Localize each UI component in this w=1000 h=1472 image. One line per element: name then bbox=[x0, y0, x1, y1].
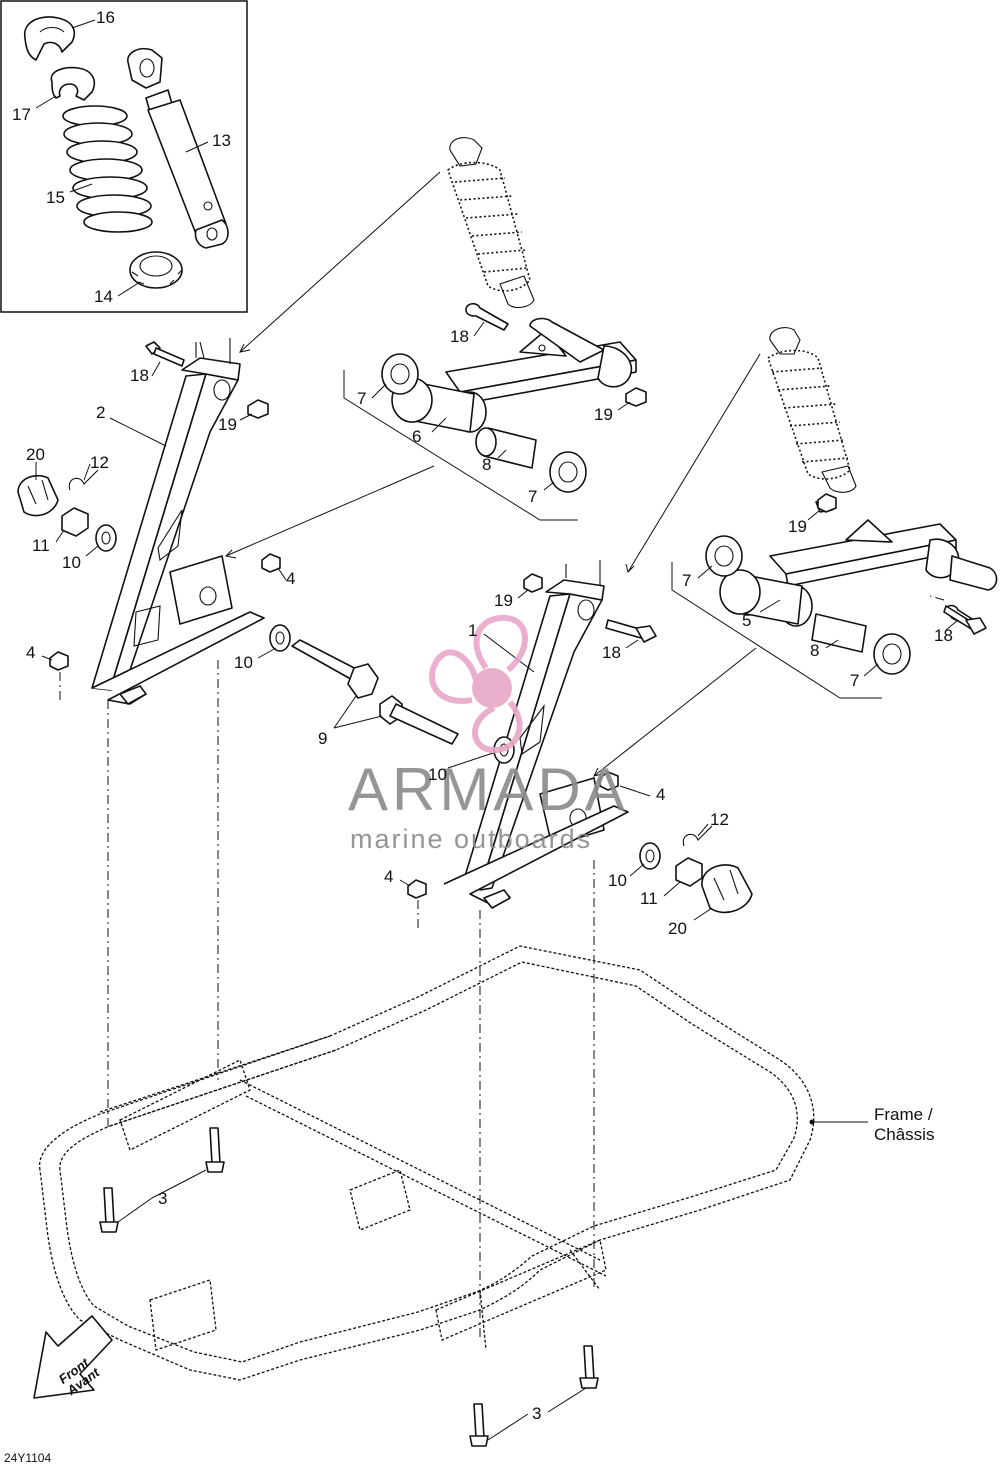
callout-7: 7 bbox=[850, 671, 859, 690]
upper-swing-arm bbox=[381, 302, 645, 493]
front-direction-arrow-icon: Front Avant bbox=[33, 1315, 113, 1399]
hardware bbox=[17, 341, 987, 1447]
callout-19: 19 bbox=[494, 591, 513, 610]
callout-15: 15 bbox=[46, 188, 65, 207]
callout-16: 16 bbox=[96, 8, 115, 27]
assembly-arrows bbox=[224, 171, 761, 777]
callout-5: 5 bbox=[742, 611, 751, 630]
spring-cup-16 bbox=[24, 16, 76, 61]
callout-7: 7 bbox=[528, 487, 537, 506]
callout-17: 17 bbox=[12, 105, 31, 124]
callout-19: 19 bbox=[218, 415, 237, 434]
callout-13: 13 bbox=[212, 131, 231, 150]
frame-label-en: Frame / bbox=[874, 1105, 933, 1124]
callout-10: 10 bbox=[608, 871, 627, 890]
callout-1: 1 bbox=[468, 621, 477, 640]
callout-3: 3 bbox=[158, 1189, 167, 1208]
frame-chassis bbox=[38, 945, 815, 1381]
callout-2: 2 bbox=[96, 403, 105, 422]
callout-7: 7 bbox=[357, 389, 366, 408]
watermark-brand: ARMADA bbox=[348, 756, 629, 823]
right-upright-bracket bbox=[443, 560, 629, 909]
callout-11: 11 bbox=[640, 889, 658, 908]
callout-19: 19 bbox=[594, 405, 613, 424]
callout-11: 11 bbox=[32, 536, 50, 555]
callout-20: 20 bbox=[668, 919, 687, 938]
coil-spring-15 bbox=[62, 105, 153, 233]
callout-4: 4 bbox=[656, 785, 665, 804]
callout-18: 18 bbox=[450, 327, 469, 346]
armada-watermark: ARMADA marine outboards bbox=[348, 614, 629, 854]
watermark-tagline: marine outboards bbox=[350, 824, 592, 854]
callout-18: 18 bbox=[934, 626, 953, 645]
callout-18: 18 bbox=[130, 366, 149, 385]
callout-3: 3 bbox=[532, 1404, 541, 1423]
diagram-code: 24Y1104 bbox=[4, 1451, 51, 1465]
callout-10: 10 bbox=[234, 653, 253, 672]
callout-numbers: 16 17 13 15 14 18 2 19 20 12 11 10 4 4 7… bbox=[12, 8, 953, 1423]
callout-4: 4 bbox=[26, 643, 35, 662]
callout-leaders bbox=[35, 19, 959, 1441]
shock-assembly-upper bbox=[447, 137, 535, 309]
callout-12: 12 bbox=[90, 453, 109, 472]
spring-guide-17 bbox=[50, 66, 96, 101]
callout-8: 8 bbox=[810, 641, 819, 660]
shock-absorber-13 bbox=[127, 47, 229, 249]
callout-20: 20 bbox=[26, 445, 45, 464]
callout-10: 10 bbox=[62, 553, 81, 572]
callout-8: 8 bbox=[482, 455, 491, 474]
callout-4: 4 bbox=[286, 569, 295, 588]
callout-9: 9 bbox=[318, 729, 327, 748]
callout-4: 4 bbox=[384, 867, 393, 886]
shock-assembly-right bbox=[767, 327, 857, 493]
callout-14: 14 bbox=[94, 287, 113, 306]
callout-7: 7 bbox=[682, 571, 691, 590]
right-swing-arm bbox=[705, 497, 998, 675]
inset-box bbox=[0, 0, 248, 313]
callout-12: 12 bbox=[710, 810, 729, 829]
callout-19: 19 bbox=[788, 517, 807, 536]
frame-label-fr: Châssis bbox=[874, 1125, 934, 1144]
projection-lines bbox=[59, 595, 945, 1340]
callout-10: 10 bbox=[428, 765, 447, 784]
group-brackets bbox=[343, 370, 882, 699]
callout-18: 18 bbox=[602, 643, 621, 662]
adjuster-nut-14 bbox=[129, 251, 183, 289]
left-upright-bracket bbox=[91, 338, 265, 705]
callout-6: 6 bbox=[412, 427, 421, 446]
propeller-logo-icon bbox=[429, 614, 528, 754]
